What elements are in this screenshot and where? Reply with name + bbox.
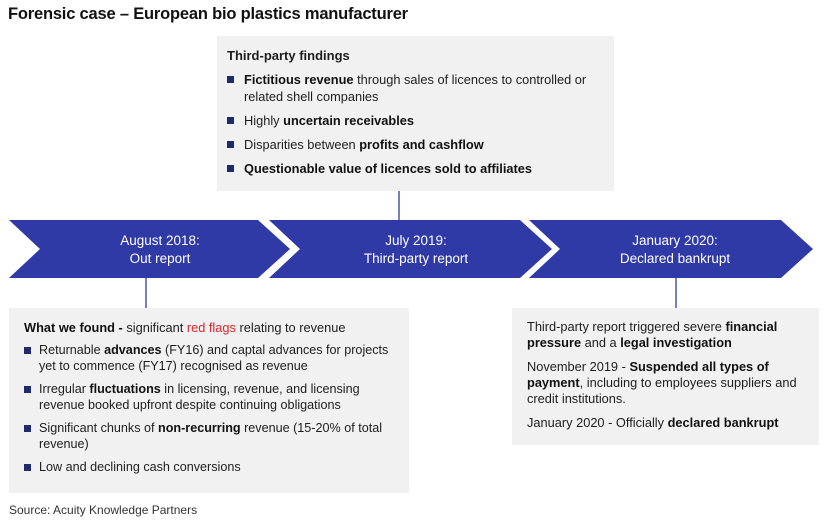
third-party-findings-box: Third-party findings Fictitious revenue … [217,36,614,191]
item-text: Returnable [39,343,105,357]
list-item: Significant chunks of non-recurring reve… [24,420,397,452]
item-text: through sales of licences to controlled … [244,72,587,104]
square-bullet-icon [227,141,234,148]
what-we-found-box: What we found - significant red flags re… [9,308,409,493]
para-text: and a [581,335,621,350]
square-bullet-icon [227,76,234,83]
timeline-label-jan-2020: January 2020: Declared bankrupt [575,232,775,268]
para-bold: financial pressure [527,319,778,350]
item-text: Highly [244,113,284,128]
found-list: Returnable advances (FY16) and captal ad… [24,342,397,475]
list-item: Disparities between profits and cashflow [227,136,604,153]
square-bullet-icon [24,425,31,432]
outcome-paragraph: November 2019 - Suspended all types of p… [527,359,809,407]
para-bold: legal investigation [620,335,732,350]
timeline-label-aug-2018: August 2018: Out report [60,232,260,268]
item-bold: Questionable value of licences sold to a… [244,161,533,176]
item-bold: non-recurring [158,421,241,435]
item-bold: advances [104,343,162,357]
item-text: in licensing, revenue, and licensing rev… [39,382,360,412]
timeline-date: January 2020: [632,233,718,248]
box-header: What we found - significant red flags re… [24,320,397,335]
list-item: Returnable advances (FY16) and captal ad… [24,342,397,374]
square-bullet-icon [24,386,31,393]
item-text: (FY16) and captal advances for projects … [39,343,389,373]
square-bullet-icon [227,165,234,172]
header-text: relating to revenue [235,320,346,335]
item-bold: profits and cashflow [359,137,484,152]
list-item: Low and declining cash conversions [24,459,397,475]
timeline-event: Declared bankrupt [619,251,731,266]
item-bold: fluctuations [89,382,161,396]
chevron-2 [269,220,552,278]
timeline-date: July 2019: [385,233,447,248]
list-item: Questionable value of licences sold to a… [227,160,604,177]
para-text: January 2020 - Officially [527,415,668,430]
para-bold: declared bankrupt [667,415,779,430]
page-title: Forensic case – European bio plastics ma… [8,5,408,23]
chevron-3 [529,220,813,278]
para-text: , including to employees suppliers and c… [527,375,797,406]
outcome-paragraph: Third-party report triggered severe fina… [527,319,809,351]
item-text: Disparities between [244,137,360,152]
source-note: Source: Acuity Knowledge Partners [9,503,198,517]
list-item: Fictitious revenue through sales of lice… [227,71,604,105]
timeline-label-jul-2019: July 2019: Third-party report [316,232,516,268]
box-header: Third-party findings [227,48,350,63]
red-flags-highlight: red flags [186,320,236,335]
item-text: Irregular [39,382,90,396]
header-bold: What we found - [24,320,127,335]
timeline-date: August 2018: [120,233,200,248]
para-bold: Suspended all types of payment [527,359,769,390]
item-bold: Fictitious revenue [244,72,354,87]
square-bullet-icon [24,464,31,471]
square-bullet-icon [24,347,31,354]
square-bullet-icon [227,117,234,124]
chevron-1 [9,220,290,278]
para-text: Third-party report triggered severe [527,319,726,334]
timeline-event: Third-party report [363,251,469,266]
item-bold: uncertain receivables [283,113,415,128]
item-text: Significant chunks of [39,421,159,435]
item-text: Low and declining cash conversions [39,460,241,474]
para-text: November 2019 - [527,359,630,374]
header-text: significant [126,320,187,335]
list-item: Irregular fluctuations in licensing, rev… [24,381,397,413]
outcome-paragraph: January 2020 - Officially declared bankr… [527,415,809,431]
item-text: revenue (15-20% of total revenue) [39,421,382,451]
list-item: Highly uncertain receivables [227,112,604,129]
findings-list: Fictitious revenue through sales of lice… [227,71,604,177]
timeline-event: Out report [129,251,191,266]
bankruptcy-outcome-box: Third-party report triggered severe fina… [512,308,819,445]
